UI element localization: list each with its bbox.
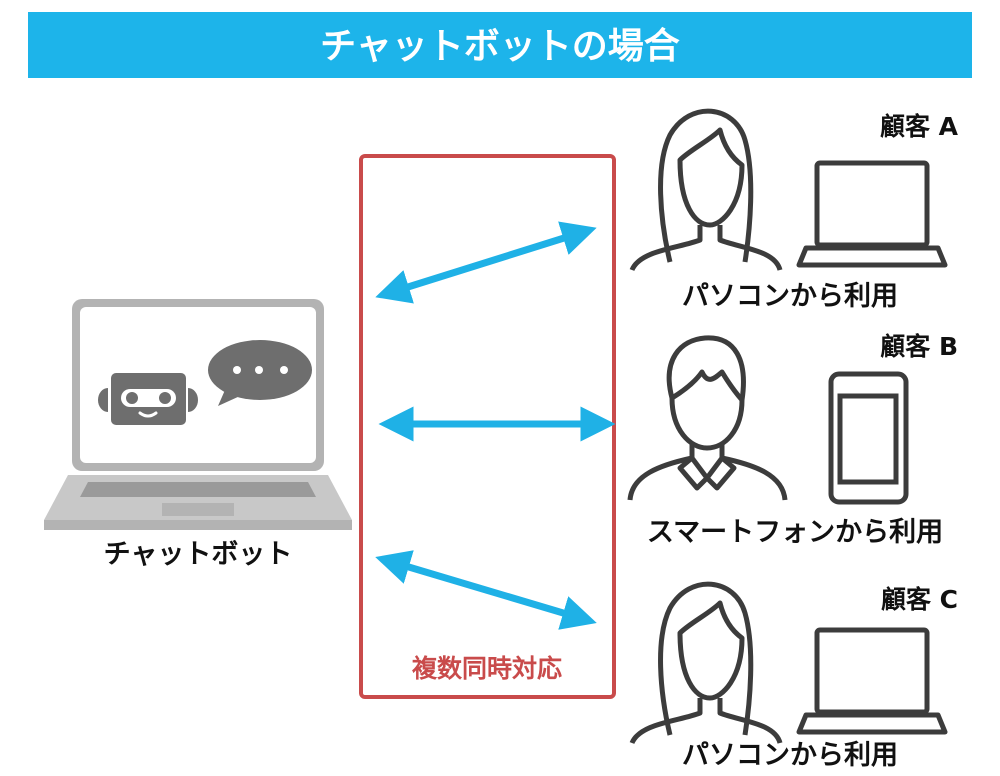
customer-b-name: 顧客 B	[880, 332, 958, 361]
concurrency-label: 複数同時対応	[412, 654, 562, 683]
arrow-to-customer-c	[375, 550, 597, 630]
robot-icon	[98, 373, 198, 425]
chatbot-label: チャットボット	[104, 539, 293, 570]
customer-a-name: 顧客 A	[880, 112, 959, 141]
speech-bubble-icon	[208, 340, 312, 406]
laptop-icon	[796, 160, 948, 268]
customer-c-usage: パソコンから利用	[682, 740, 898, 771]
chatbot-laptop-icon	[44, 299, 352, 530]
arrow-to-customer-a	[375, 221, 597, 304]
customer-a-usage: パソコンから利用	[682, 281, 898, 312]
woman-icon	[629, 108, 783, 272]
header-bar	[28, 12, 972, 78]
header-title: チャットボットの場合	[320, 26, 680, 67]
woman-icon	[629, 581, 783, 745]
customer-b-usage: スマートフォンから利用	[647, 517, 943, 548]
smartphone-icon	[828, 371, 909, 505]
customer-c-name: 顧客 C	[881, 585, 958, 614]
man-icon	[627, 335, 788, 501]
laptop-icon	[796, 627, 948, 735]
